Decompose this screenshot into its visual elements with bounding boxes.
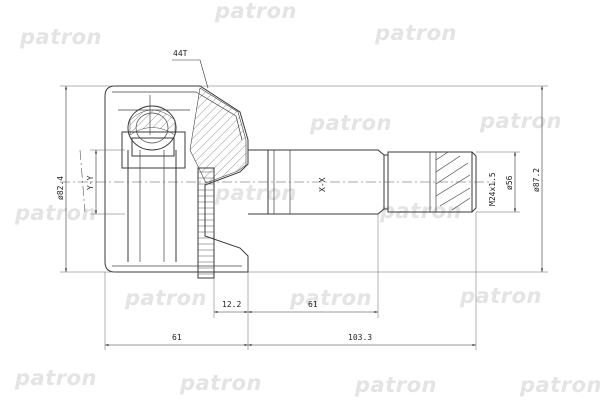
watermark-text: patron — [374, 21, 457, 45]
outer-diameter-right-label: ø87.2 — [532, 168, 541, 192]
watermark-text: patron — [14, 366, 97, 390]
watermark-text: patron — [124, 286, 207, 310]
watermark-text: patron — [19, 25, 102, 49]
dimension-labels: 44T ø82.4 Y-Y X-X M24x1.5 ø56 ø87.2 12.2… — [56, 49, 541, 342]
outer-housing — [104, 85, 249, 273]
axis-y-line — [79, 149, 86, 213]
axis-x-label: X-X — [318, 177, 327, 192]
teeth-count-label: 44T — [173, 49, 188, 58]
watermark-text: patron — [214, 0, 297, 23]
watermark-text: patron — [379, 199, 462, 223]
watermark-text: patron — [519, 373, 600, 397]
watermark-text: patron — [179, 371, 262, 395]
watermark-text: patron — [354, 373, 437, 397]
axis-y-label: Y-Y — [86, 175, 95, 190]
watermark-text: patron — [14, 201, 97, 225]
outer-diameter-left-label: ø82.4 — [56, 176, 65, 200]
length-b-label: 61 — [308, 300, 318, 309]
length-d-label: 103.3 — [348, 333, 372, 342]
length-a-label: 12.2 — [222, 300, 241, 309]
dimension-lines — [64, 59, 544, 347]
abs-ring — [197, 167, 215, 279]
thread-size-label: M24x1.5 — [488, 172, 497, 206]
mid-diameter-label: ø56 — [505, 175, 514, 190]
watermark-text: patron — [214, 181, 297, 205]
watermark-text: patron — [459, 284, 542, 308]
watermark-text: patron — [289, 286, 372, 310]
watermarks: patron patron patron patron patron patro… — [14, 0, 600, 397]
watermark-text: patron — [309, 111, 392, 135]
length-c-label: 61 — [172, 333, 182, 342]
watermark-text: patron — [479, 109, 562, 133]
